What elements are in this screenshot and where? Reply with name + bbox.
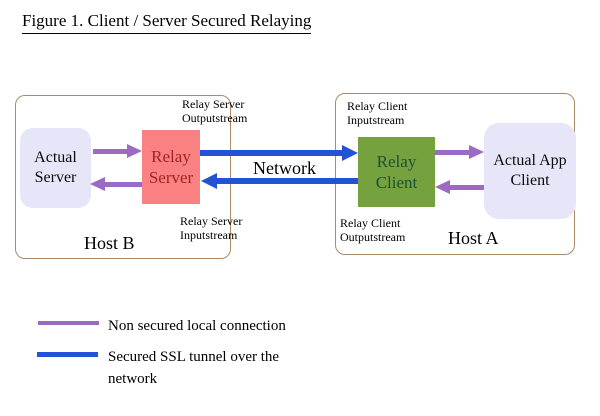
relay-client-label-line2: Client <box>375 173 418 192</box>
figure-title: Figure 1. Client / Server Secured Relayi… <box>22 11 312 34</box>
arrow-left-head-icon <box>90 177 105 191</box>
host-a-label: Host A <box>448 228 499 248</box>
relay-client-inputstream-line1: Relay Client <box>347 99 408 113</box>
actual-app-client-node: Actual App Client <box>484 123 576 219</box>
relay-server-inputstream-label: Relay Server Inputstream <box>180 214 242 242</box>
arrow-shaft <box>435 149 469 155</box>
arrow-shaft <box>105 181 142 187</box>
actual-server-node: Actual Server <box>20 128 91 208</box>
actual-server-label-line1: Actual <box>34 149 77 166</box>
relay-client-inputstream-label: Relay Client Inputstream <box>347 99 407 127</box>
legend-secured-swatch <box>37 352 98 357</box>
arrow-actual-app-client-to-relay-client <box>435 180 484 194</box>
relay-server-inputstream-line2: Inputstream <box>180 228 238 242</box>
arrow-right-head-icon <box>469 145 484 159</box>
actual-app-client-label-line2: Client <box>510 172 550 189</box>
actual-app-client-label-line1: Actual App <box>493 152 567 169</box>
relay-server-outputstream-line2: Outputstream <box>182 111 248 125</box>
actual-server-label-line2: Server <box>34 169 77 186</box>
relay-client-node: Relay Client <box>358 137 435 207</box>
arrow-actual-server-to-relay-server <box>93 144 142 158</box>
arrow-relay-server-to-actual-server <box>90 177 142 191</box>
host-b-label: Host B <box>84 233 135 253</box>
arrow-shaft <box>93 148 127 154</box>
legend-non-secured-label: Non secured local connection <box>108 318 286 334</box>
relay-server-label-line2: Server <box>148 168 194 187</box>
arrow-network-server-to-client <box>200 145 358 161</box>
arrow-left-head-icon <box>201 173 217 189</box>
arrow-left-head-icon <box>435 180 450 194</box>
legend-non-secured-swatch <box>38 321 99 325</box>
legend-secured-label: Secured SSL tunnel over the network <box>108 349 280 387</box>
relay-client-label-line1: Relay <box>376 151 417 171</box>
arrow-right-head-icon <box>342 145 358 161</box>
relay-client-outputstream-line2: Outputstream <box>340 230 406 244</box>
relay-server-outputstream-line1: Relay Server <box>182 97 245 111</box>
arrow-right-head-icon <box>127 144 142 158</box>
arrow-network-client-to-server <box>201 173 358 189</box>
relay-server-outputstream-label: Relay Server Outputstream <box>182 97 247 125</box>
network-label: Network <box>253 158 316 178</box>
relay-client-outputstream-line1: Relay Client <box>340 216 401 230</box>
arrow-shaft <box>217 178 358 184</box>
arrow-shaft <box>200 150 342 156</box>
relay-server-label-line1: Relay <box>151 146 191 166</box>
relay-server-node: Relay Server <box>142 130 200 204</box>
host-b-box <box>15 95 231 259</box>
relay-client-inputstream-line2: Inputstream <box>347 113 405 127</box>
relay-server-inputstream-line1: Relay Server <box>180 214 243 228</box>
arrow-relay-client-to-actual-app-client <box>435 145 484 159</box>
arrow-shaft <box>450 184 484 190</box>
relay-client-outputstream-label: Relay Client Outputstream <box>340 216 405 244</box>
